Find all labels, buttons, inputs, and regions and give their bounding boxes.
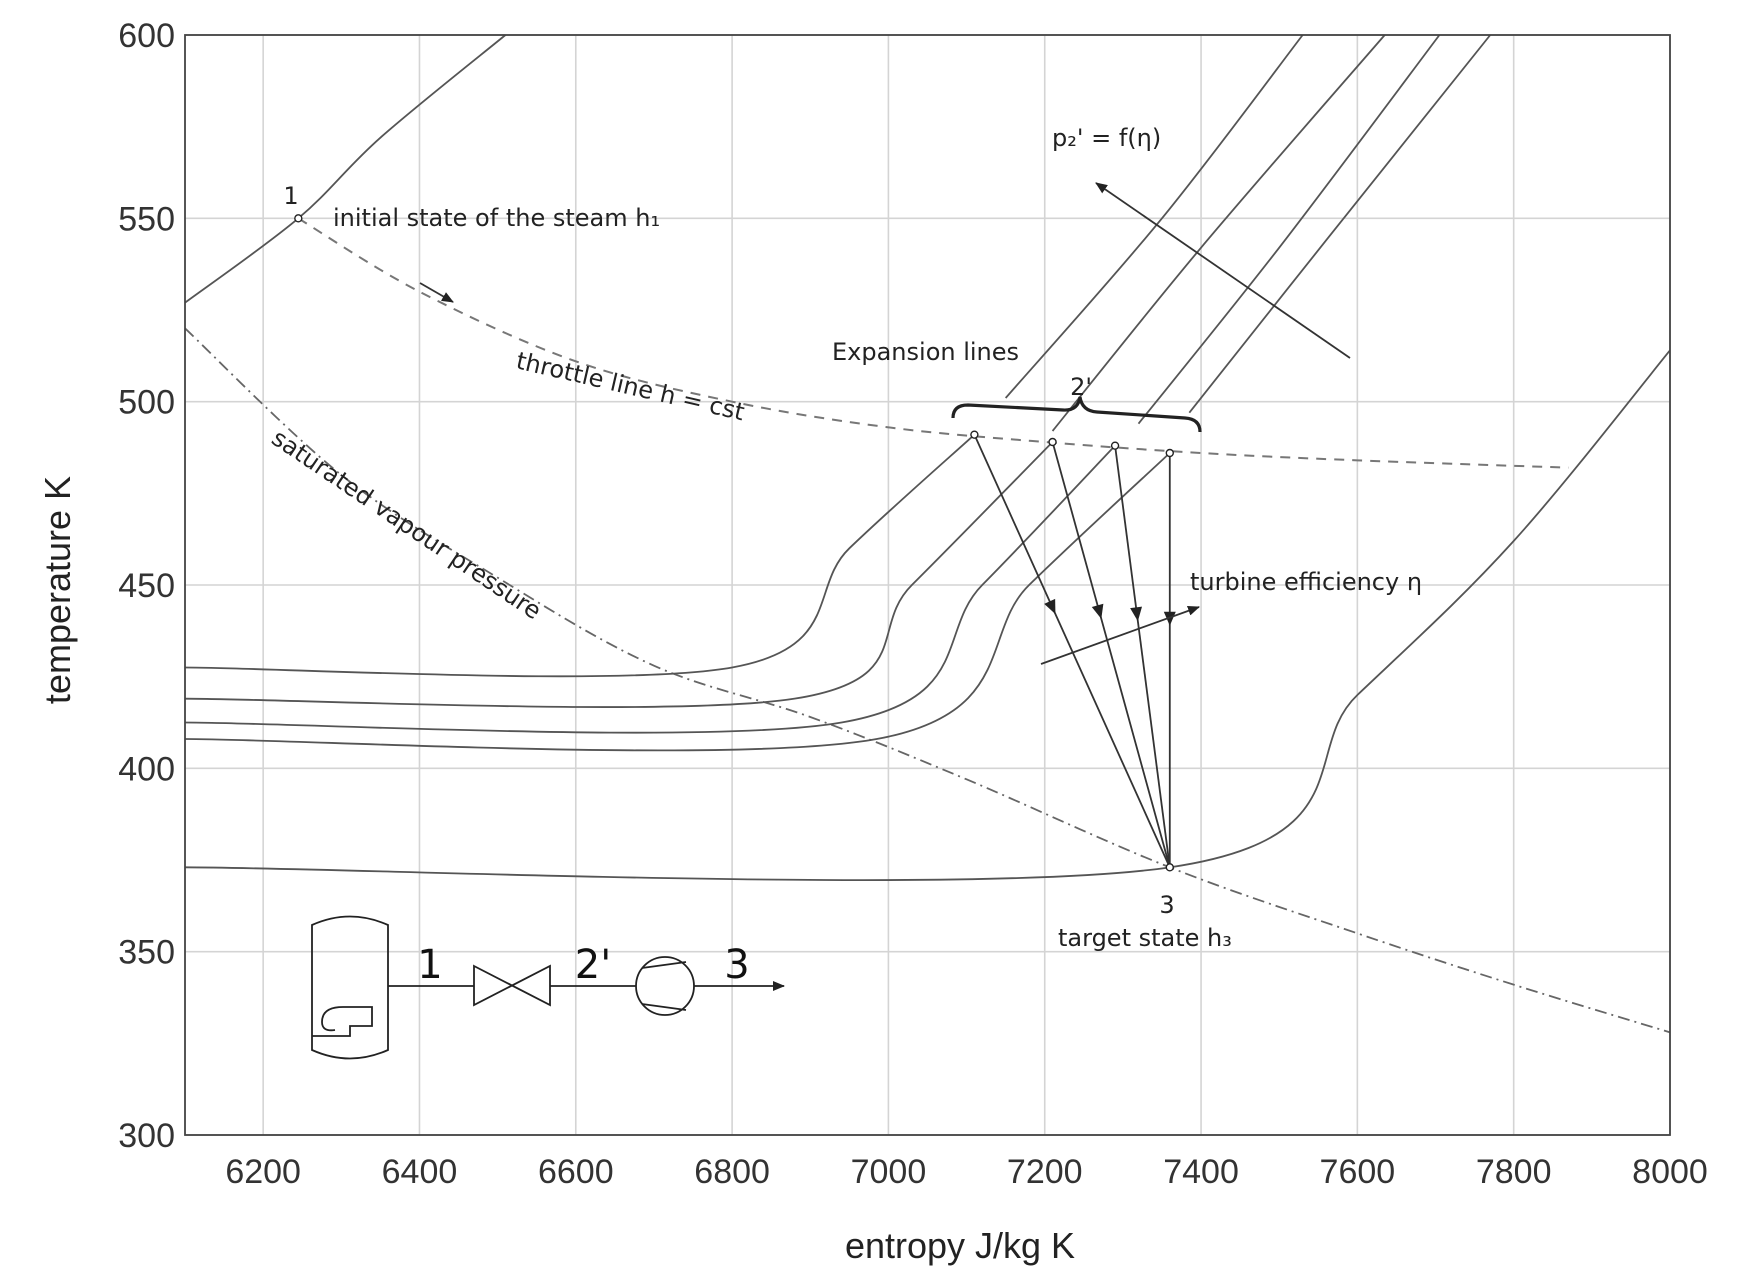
x-tick-label: 7200 [1007,1153,1083,1191]
schematic-label-2prime: 2' [575,942,611,988]
x-tick-label: 7000 [851,1153,927,1191]
annotation-turbine-efficiency: turbine efficiency η [1190,568,1422,596]
tick-labels: 6200 6400 6600 6800 7000 7200 7400 7600 7800 8000… [118,17,1708,1191]
x-axis-title: entropy J/kg K [845,1225,1075,1266]
efficiency-direction-arrow [1040,606,1200,665]
state-point-marker [294,214,303,223]
throttle-direction-arrow [419,282,454,303]
series-line-3 [184,434,976,678]
pressure-direction-arrow [1095,182,1351,359]
state-point-marker [1165,863,1174,872]
annotation-throttle-line: throttle line h = cst [514,347,747,427]
expansion-arrowhead-14 [1130,606,1143,622]
x-tick-label: 6200 [225,1153,301,1191]
x-tick-label: 7400 [1163,1153,1239,1191]
series-line-9 [1137,34,1441,425]
y-tick-label: 450 [118,567,175,605]
x-tick-label: 8000 [1632,1153,1708,1191]
x-tick-label: 6800 [694,1153,770,1191]
y-tick-label: 350 [118,934,175,972]
state-points [294,214,1174,872]
turbine-blade-bottom [641,1003,687,1011]
state-point-marker [1165,448,1174,458]
x-tick-label: 6600 [538,1153,614,1191]
y-axis-title: temperature K [37,476,78,704]
series-line-4 [184,441,1054,708]
annotation-initial-state: initial state of the steam h₁ [333,204,660,232]
series-line-6 [184,452,1171,752]
series-line-14 [1114,445,1171,868]
series-line-10 [1188,34,1491,414]
schematic-label-1: 1 [417,942,442,988]
x-tick-label: 7600 [1320,1153,1396,1191]
series-line-5 [184,445,1116,734]
annotation-saturated-vapour: saturated vapour pressure [267,424,547,625]
state-point-marker [1048,437,1057,447]
series-line-13 [1051,441,1171,868]
series-line-11 [184,349,1671,881]
x-tick-label: 7800 [1476,1153,1552,1191]
y-tick-label: 500 [118,384,175,422]
throttle-valve-icon [473,964,551,1007]
series-line-1 [297,217,1569,469]
annotation-target-state: target state h₃ [1058,924,1232,952]
expansion-arrowhead-13 [1091,603,1104,619]
expansion-brace [951,396,1202,433]
series-line-12 [973,434,1171,868]
series-line-0 [184,34,507,304]
series-line-8 [1051,34,1386,432]
schematic-label-3: 3 [724,942,749,988]
boiler-icon [311,915,389,1060]
expansion-arrowhead-12 [1044,598,1056,615]
state-point-marker [1110,441,1120,450]
process-schematic: 1 2' 3 [311,915,785,1060]
y-tick-label: 550 [118,200,175,238]
point-label-3: 3 [1159,891,1174,919]
grid [185,34,1671,1136]
plot-frame [184,34,1671,1136]
point-label-2prime: 2' [1070,373,1092,401]
series-line-2 [184,327,1671,1034]
y-tick-label: 400 [118,750,175,788]
y-tick-label: 300 [118,1117,175,1155]
x-tick-label: 6400 [382,1153,458,1191]
point-label-1: 1 [283,182,298,210]
annotation-p2-function: p₂' = f(η) [1052,124,1161,152]
plot-area [184,34,1671,1034]
state-point-marker [970,430,979,439]
turbine-blade-top [641,961,687,969]
expansion-arrowhead-15 [1163,611,1176,626]
y-tick-label: 600 [118,17,175,55]
burner-icon [312,1006,373,1037]
series-line-7 [1004,34,1304,399]
annotation-expansion-lines: Expansion lines [832,338,1019,366]
